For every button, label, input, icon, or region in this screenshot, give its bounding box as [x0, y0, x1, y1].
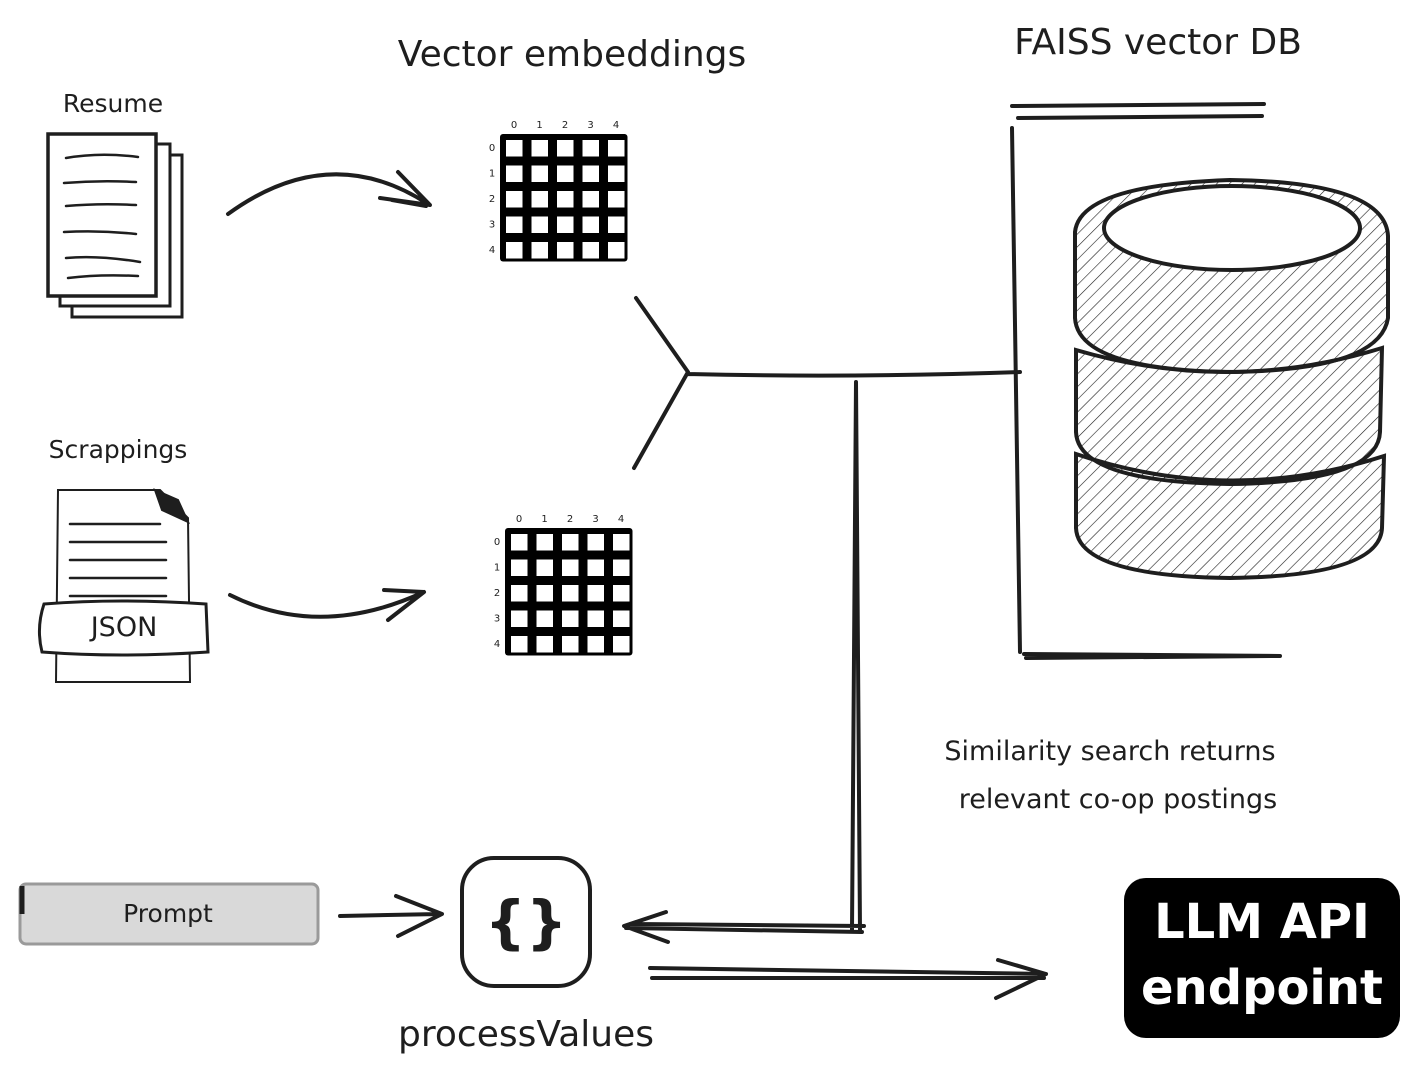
matrix-grid-icon: 0 0 1 1 2 2 3 3 4 4 [494, 514, 633, 656]
matrix-cell [608, 165, 625, 182]
prompt-label: Prompt [123, 899, 213, 928]
matrix-row-label: 3 [489, 220, 495, 231]
matrix-cell [531, 191, 548, 208]
matrix-cell [582, 216, 599, 233]
merge-connector [632, 296, 1022, 470]
matrix-row-label: 0 [494, 537, 500, 548]
matrix-column-label: 0 [516, 514, 522, 525]
process-icon-text: {} [485, 888, 568, 956]
matrix-grid-icon: 0 0 1 1 2 2 3 3 4 4 [489, 120, 628, 262]
matrix-cell [511, 534, 528, 551]
document-stack-icon [46, 132, 184, 319]
matrix-cell [587, 636, 604, 653]
matrix-column-label: 3 [592, 514, 598, 525]
scrappings-to-embedding-arrow [228, 588, 426, 622]
matrix-row-label: 1 [489, 169, 495, 180]
similarity-return-line [622, 380, 866, 944]
matrix-cell [557, 140, 574, 157]
matrix-column-label: 0 [511, 120, 517, 131]
matrix-cell [608, 216, 625, 233]
matrix-row-label: 2 [494, 588, 500, 599]
matrix-cell [587, 610, 604, 627]
db-title: FAISS vector DB [1014, 22, 1302, 63]
llm-line-1: LLM API [1154, 894, 1370, 950]
matrix-cell [608, 242, 625, 259]
matrix-row-label: 4 [494, 639, 500, 650]
matrix-row-label: 3 [494, 614, 500, 625]
matrix-column-label: 2 [567, 514, 573, 525]
matrix-cell [511, 585, 528, 602]
resume-label: Resume [63, 89, 163, 118]
matrix-cell [582, 242, 599, 259]
matrix-cell [531, 165, 548, 182]
matrix-cell [562, 610, 579, 627]
matrix-cell [557, 191, 574, 208]
matrix-cell [562, 585, 579, 602]
matrix-cell [582, 191, 599, 208]
curly-braces-icon [460, 856, 592, 988]
matrix-cell [557, 242, 574, 259]
matrix-column-label: 1 [536, 120, 542, 131]
matrix-row-label: 2 [489, 194, 495, 205]
matrix-cell [506, 242, 523, 259]
json-document-icon [37, 488, 210, 683]
matrix-cell [562, 534, 579, 551]
matrix-cell [536, 636, 553, 653]
matrix-cell [506, 165, 523, 182]
matrix-column-label: 4 [618, 514, 624, 525]
matrix-cell [506, 140, 523, 157]
matrix-cell [557, 216, 574, 233]
process-label: processValues [398, 1014, 654, 1055]
matrix-cell [557, 165, 574, 182]
matrix-cell [582, 165, 599, 182]
matrix-cell [562, 559, 579, 576]
matrix-cell [613, 534, 630, 551]
database-icon [1010, 102, 1390, 660]
matrix-cell [613, 610, 630, 627]
resume-to-embedding-arrow [226, 170, 432, 216]
llm-line-2: endpoint [1141, 960, 1383, 1016]
matrix-cell [531, 140, 548, 157]
llm-endpoint-box [1124, 878, 1400, 1038]
matrix-cell [587, 559, 604, 576]
matrix-column-label: 4 [613, 120, 619, 131]
matrix-cell [562, 636, 579, 653]
matrix-cell [608, 191, 625, 208]
matrix-cell [511, 636, 528, 653]
matrix-cell [506, 191, 523, 208]
matrix-cell [536, 534, 553, 551]
matrix-cell [536, 610, 553, 627]
prompt-box [18, 882, 320, 946]
matrix-row-label: 0 [489, 143, 495, 154]
embeddings-title: Vector embeddings [398, 34, 747, 75]
prompt-to-process-arrow [338, 894, 444, 938]
matrix-cell [531, 242, 548, 259]
similarity-line-2: relevant co-op postings [959, 784, 1278, 815]
json-label: JSON [89, 612, 158, 643]
matrix-cell [511, 610, 528, 627]
matrix-column-label: 3 [587, 120, 593, 131]
matrix-row-label: 1 [494, 563, 500, 574]
matrix-cell [536, 585, 553, 602]
matrix-cell [613, 585, 630, 602]
matrix-cell [531, 216, 548, 233]
process-to-llm-arrow [648, 958, 1048, 1000]
matrix-column-label: 2 [562, 120, 568, 131]
matrix-column-label: 1 [541, 514, 547, 525]
similarity-line-1: Similarity search returns [944, 736, 1275, 767]
matrix-cell [511, 559, 528, 576]
matrix-cell [608, 140, 625, 157]
matrix-cell [587, 585, 604, 602]
matrix-cell [613, 636, 630, 653]
matrix-row-label: 4 [489, 245, 495, 256]
matrix-cell [587, 534, 604, 551]
matrix-cell [613, 559, 630, 576]
matrix-cell [582, 140, 599, 157]
matrix-cell [536, 559, 553, 576]
matrix-cell [506, 216, 523, 233]
scrappings-label: Scrappings [49, 435, 188, 464]
